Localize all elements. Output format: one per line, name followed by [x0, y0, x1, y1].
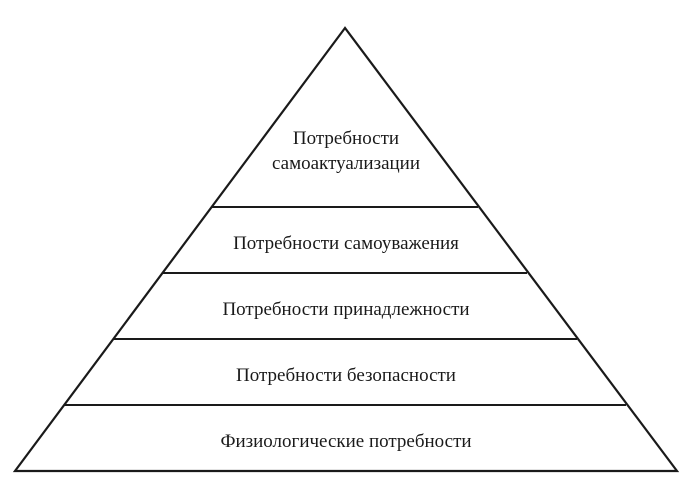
pyramid-outline	[12, 26, 680, 473]
level-self-actualization-line-2: самоактуализации	[272, 153, 420, 174]
level-physiological: Физиологические потребности	[220, 431, 471, 452]
level-esteem: Потребности самоуважения	[233, 233, 459, 254]
level-self-actualization-line-1: Потребности	[293, 128, 399, 149]
level-safety: Потребности безопасности	[236, 365, 456, 386]
level-belonging: Потребности принадлежности	[222, 299, 469, 320]
